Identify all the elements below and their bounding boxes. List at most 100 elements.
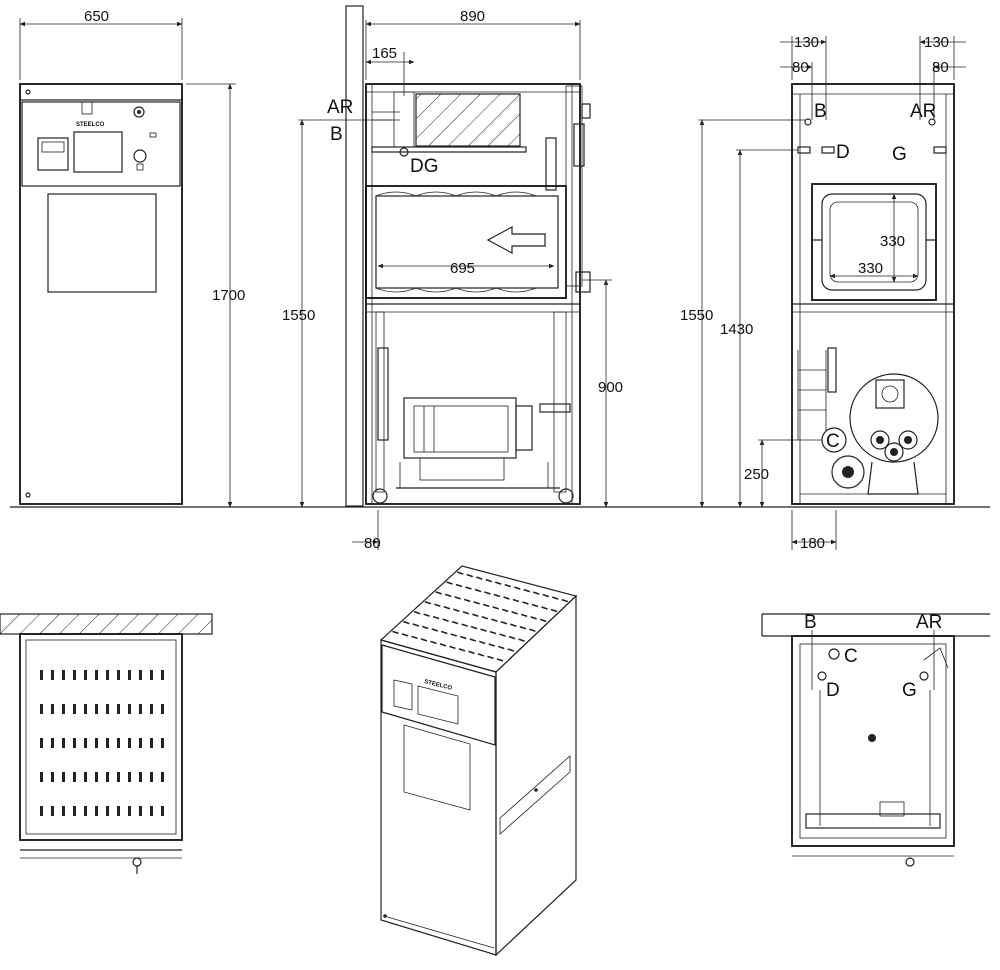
vent-slot [150, 738, 153, 748]
vent-slot [469, 638, 477, 642]
pump-motor [403, 397, 517, 459]
vent-slot [73, 704, 76, 714]
vent-slot [84, 704, 87, 714]
rear-view: 130 80 130 80 B AR D G 1550 1430 330 330… [680, 34, 966, 552]
vent-slot [51, 738, 54, 748]
vent-slot [73, 806, 76, 816]
top-label-d: D [826, 680, 840, 701]
front-dim-width: 650 [84, 8, 109, 25]
vent-slot [466, 573, 474, 578]
vent-slot [422, 625, 429, 630]
vent-slot [40, 670, 43, 680]
vent-slot [432, 615, 440, 620]
vent-slot [139, 806, 142, 816]
vent-slot [488, 643, 496, 647]
vent-slot [150, 704, 153, 714]
vent-slot [128, 670, 131, 680]
rear-dim-1550: 1550 [680, 307, 713, 324]
rear-label-b: B [814, 101, 827, 122]
vent-slot [413, 610, 421, 615]
vent-slot [62, 670, 65, 680]
vent-slot [106, 704, 109, 714]
hatched-tank [415, 93, 521, 147]
vent-slot [84, 670, 87, 680]
vent-slot [95, 670, 98, 680]
castor-right-icon [558, 488, 574, 504]
vent-slot [474, 588, 482, 593]
vent-slot [453, 608, 460, 613]
top-label-b: B [804, 612, 817, 633]
vent-slot [510, 623, 517, 628]
vent-slot [465, 586, 472, 590]
vent-slot [161, 738, 164, 748]
vent-slot [51, 704, 54, 714]
vent-slot [508, 635, 516, 640]
vent-slot [420, 638, 428, 642]
vent-slot [128, 738, 131, 748]
vent-slot [62, 738, 65, 748]
vent-slot [435, 591, 442, 595]
rear-fan-icon [831, 455, 865, 489]
vent-slot [470, 625, 478, 630]
vent-slot [561, 598, 569, 603]
vent-slot [62, 772, 65, 782]
vent-slot [531, 603, 539, 608]
vent-slot [150, 806, 153, 816]
vent-slot [412, 623, 420, 627]
vent-slot [73, 670, 76, 680]
side-dim-165: 165 [372, 45, 397, 62]
vent-slot [462, 611, 470, 615]
vent-slot [450, 633, 458, 637]
vent-slot [441, 630, 448, 635]
vent-slot [444, 593, 452, 598]
vent-slot [139, 738, 142, 748]
vent-slot [150, 670, 153, 680]
iso-vent-slots [392, 571, 569, 662]
vent-slot [439, 643, 447, 647]
vent-slot [128, 704, 131, 714]
vent-slot [492, 606, 499, 610]
rear-dim-left-80: 80 [792, 59, 809, 76]
vent-slot [539, 618, 547, 623]
vent-slot [504, 583, 512, 588]
vent-top-view [0, 613, 213, 874]
side-dim-1550: 1550 [282, 307, 315, 324]
vent-slot [530, 616, 537, 620]
rear-door [811, 183, 937, 301]
rear-dim-180: 180 [800, 535, 825, 552]
vent-slot [463, 598, 471, 603]
vent-slot [434, 603, 441, 608]
vent-slot [461, 623, 468, 627]
vent-slot [501, 608, 509, 613]
vent-slot [106, 806, 109, 816]
vent-slot [430, 640, 437, 645]
display-dial-icon [133, 149, 147, 163]
vent-slot [487, 655, 494, 660]
vent-slot [520, 613, 528, 618]
side-dim-80: 80 [364, 535, 381, 552]
rear-dim-1430: 1430 [720, 321, 753, 338]
port-right-icon [898, 430, 918, 450]
front-dim-height: 1700 [212, 287, 245, 304]
vent-slot [423, 613, 430, 617]
rear-dim-left-130: 130 [794, 34, 819, 51]
vent-slot [476, 576, 483, 580]
vent-slot [479, 640, 486, 645]
vent-slot [128, 772, 131, 782]
vent-slot [552, 596, 559, 600]
vent-slot [455, 583, 463, 588]
vent-slot [523, 588, 531, 593]
vent-slot [40, 772, 43, 782]
vent-slot [485, 578, 493, 583]
vent-slot [477, 653, 485, 657]
side-view: 890 165 AR B DG 1550 695 900 80 [282, 5, 623, 552]
vent-slot [84, 806, 87, 816]
vent-slot [499, 633, 506, 637]
vent-slot [139, 670, 142, 680]
vent-slot [128, 806, 131, 816]
vent-slot [95, 772, 98, 782]
side-dim-900: 900 [598, 379, 623, 396]
vent-slot [482, 603, 490, 608]
vent-slot [139, 772, 142, 782]
vent-slot [454, 596, 461, 600]
